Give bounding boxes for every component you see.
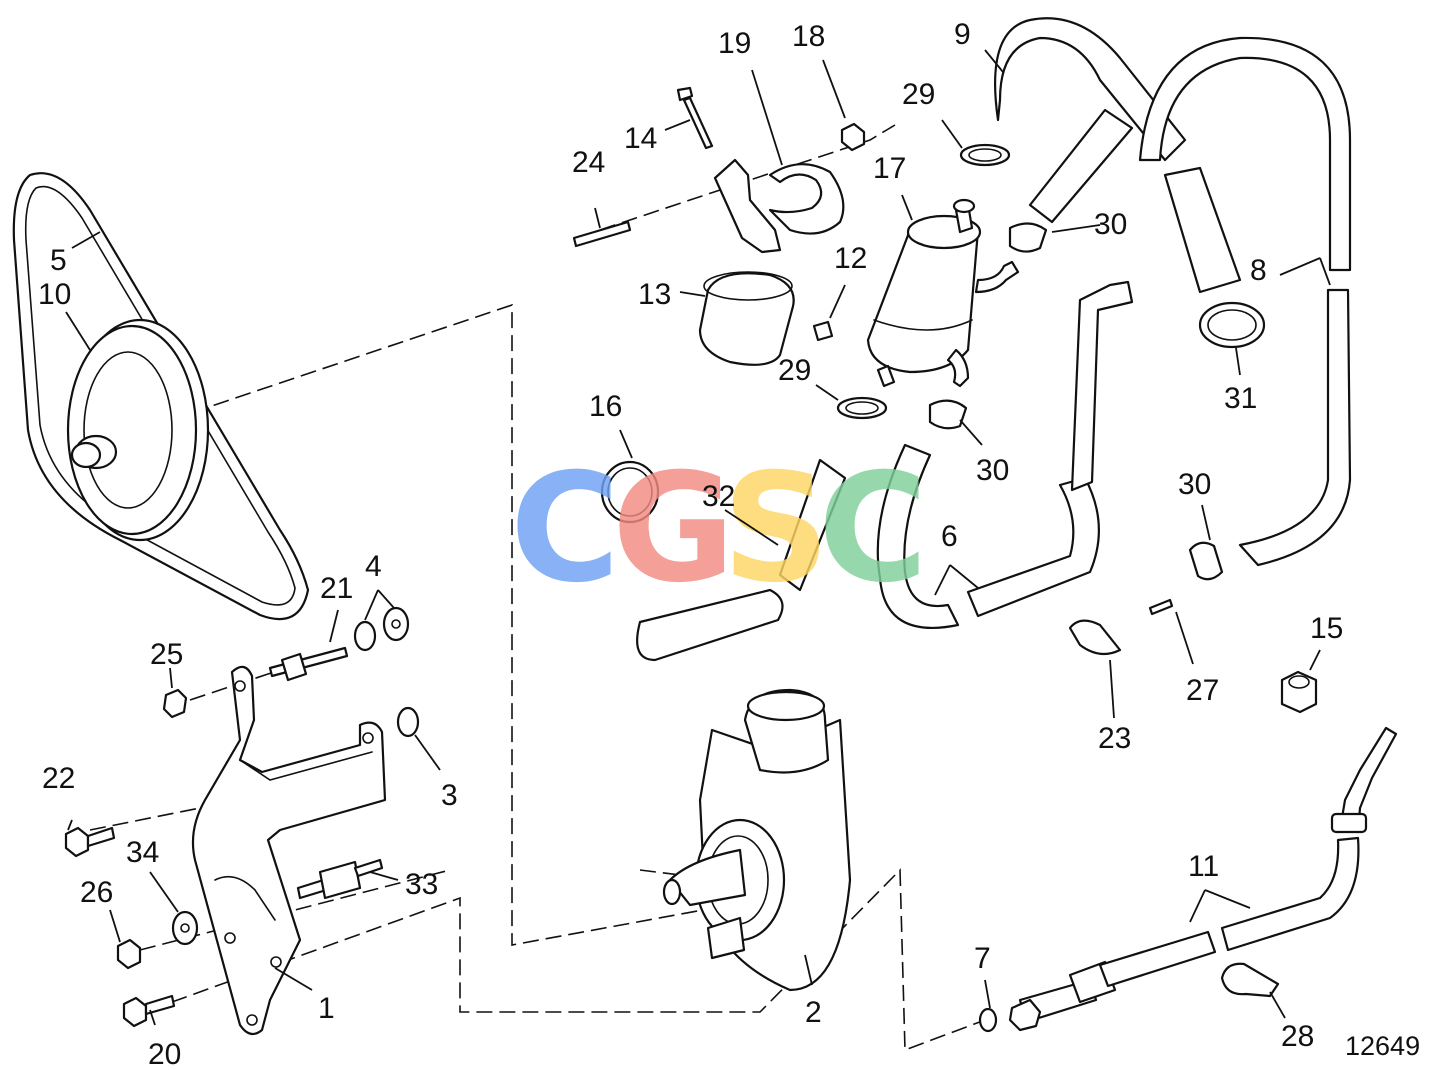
remote-reservoir — [866, 198, 1020, 388]
watermark-letter: C — [510, 442, 620, 616]
callout-22: 22 — [42, 762, 75, 795]
callout-19: 19 — [718, 27, 751, 60]
callout-29-lower: 29 — [778, 354, 811, 387]
power-steering-pump — [662, 688, 852, 992]
pulley — [66, 318, 210, 542]
callout-7: 7 — [974, 942, 991, 975]
callout-30-upper: 30 — [1094, 208, 1127, 241]
callout-25: 25 — [150, 638, 183, 671]
callout-9: 9 — [954, 18, 971, 51]
hoses — [636, 17, 1352, 662]
callout-10: 10 — [38, 278, 71, 311]
callout-26: 26 — [80, 876, 113, 909]
callout-2: 2 — [805, 996, 822, 1029]
callout-29-upper: 29 — [902, 78, 935, 111]
callout-30-right: 30 — [1178, 468, 1211, 501]
callout-4: 4 — [365, 550, 382, 583]
cgsc-watermark: C G S C — [510, 442, 928, 616]
callout-24: 24 — [572, 146, 605, 179]
callout-16: 16 — [589, 390, 622, 423]
callout-13: 13 — [638, 278, 671, 311]
callout-21: 21 — [320, 572, 353, 605]
reservoir-bracket — [698, 158, 845, 366]
hose-clamps — [600, 143, 1280, 998]
callout-labels: 1 2 3 4 5 6 7 8 9 10 11 12 13 14 15 16 1… — [38, 18, 1420, 1070]
callout-28: 28 — [1281, 1020, 1314, 1053]
leader-lines — [65, 49, 1331, 1026]
callout-31: 31 — [1224, 382, 1257, 415]
callout-1: 1 — [318, 992, 335, 1025]
hardware — [64, 86, 1318, 1033]
pressure-line — [1008, 726, 1398, 1032]
callout-33: 33 — [405, 868, 438, 901]
callout-5: 5 — [50, 244, 67, 277]
figure-number: 12649 — [1345, 1031, 1420, 1061]
callout-20: 20 — [148, 1038, 181, 1070]
watermark-letter: C — [818, 442, 928, 616]
callout-14: 14 — [624, 122, 657, 155]
callout-30-middle: 30 — [976, 454, 1009, 487]
mounting-bracket — [191, 665, 387, 1036]
watermark-letter: G — [612, 442, 735, 616]
callout-8: 8 — [1250, 254, 1267, 287]
callout-3: 3 — [441, 779, 458, 812]
callout-17: 17 — [873, 152, 906, 185]
callout-34: 34 — [126, 836, 159, 869]
callout-27: 27 — [1186, 674, 1219, 707]
callout-12: 12 — [834, 242, 867, 275]
watermark-letter: S — [722, 442, 830, 616]
callout-18: 18 — [792, 20, 825, 53]
callout-32: 32 — [702, 480, 735, 513]
callout-11: 11 — [1188, 850, 1219, 883]
callout-6: 6 — [941, 520, 958, 553]
callout-23: 23 — [1098, 722, 1131, 755]
callout-15: 15 — [1310, 612, 1343, 645]
